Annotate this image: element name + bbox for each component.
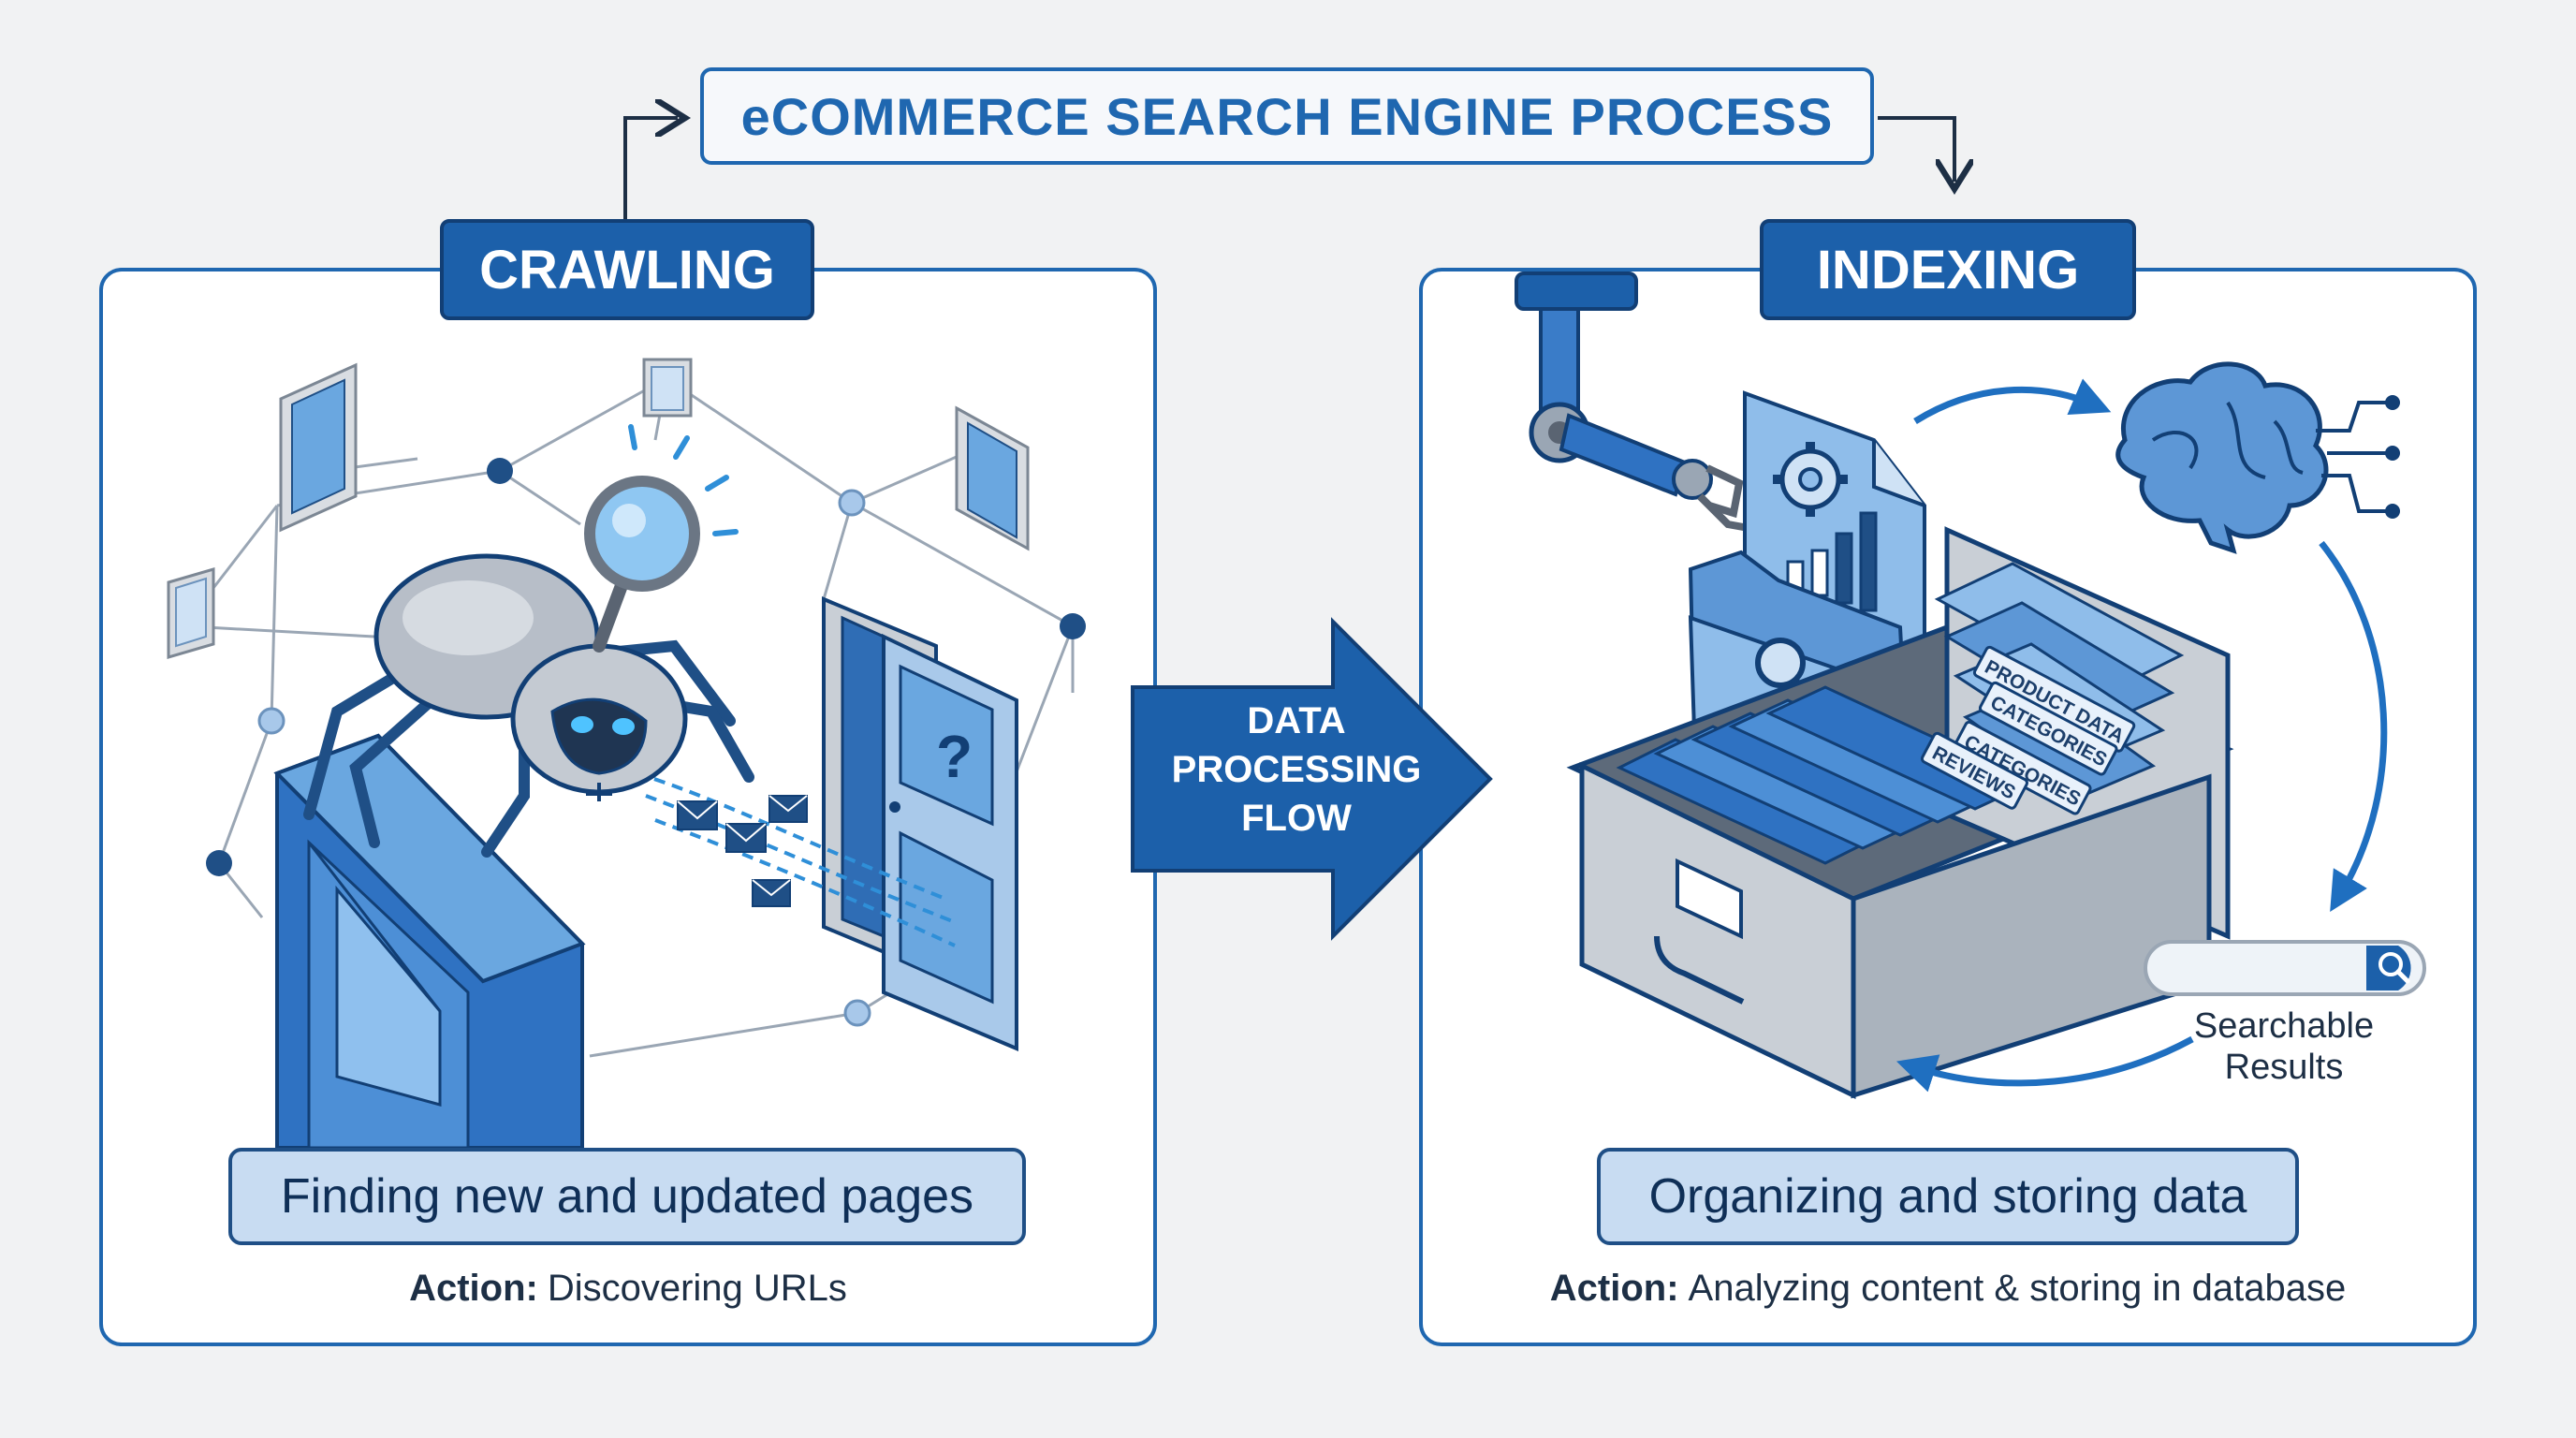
indexing-action-text: Analyzing content & storing in database (1688, 1267, 2347, 1309)
envelope-icon (677, 795, 808, 907)
indexing-heading: INDEXING (1760, 219, 2136, 320)
searchable-results-line: Results (2224, 1048, 2344, 1087)
door-icon: ? (822, 596, 1018, 1052)
flow-label-line: DATA (1247, 700, 1346, 741)
data-processing-arrow (1131, 617, 1493, 941)
cycle-arrow (1895, 378, 2388, 1093)
crawling-action-label: Action: (409, 1267, 538, 1309)
indexing-heading-text: INDEXING (1816, 239, 2080, 301)
crawling-caption: Finding new and updated pages (228, 1148, 1026, 1245)
indexing-action-label: Action: (1549, 1267, 1679, 1309)
magnifier-icon (584, 424, 739, 653)
flow-label: DATA PROCESSING FLOW (1133, 697, 1460, 843)
crawling-caption-text: Finding new and updated pages (280, 1169, 974, 1224)
door-icon (955, 405, 1030, 551)
diagram-title: eCOMMERCE SEARCH ENGINE PROCESS (700, 67, 1874, 165)
crawling-action: Action: Discovering URLs (99, 1264, 1157, 1313)
title-connector-right (1878, 116, 1954, 182)
crawling-heading: CRAWLING (440, 219, 814, 320)
network-nodes (206, 458, 1086, 1027)
diagram-title-text: eCOMMERCE SEARCH ENGINE PROCESS (740, 86, 1834, 146)
flow-label-line: PROCESSING (1171, 749, 1422, 790)
indexing-action: Action: Analyzing content & storing in d… (1419, 1264, 2477, 1313)
door-icon (642, 358, 693, 418)
crawling-action-text: Discovering URLs (547, 1267, 847, 1309)
indexing-caption-text: Organizing and storing data (1648, 1169, 2247, 1224)
robot-arm-icon (1515, 271, 1749, 532)
door-icon (279, 362, 358, 533)
crawling-heading-text: CRAWLING (479, 239, 775, 301)
search-icon (2378, 952, 2410, 984)
door-icon (167, 567, 215, 659)
flow-label-line: FLOW (1241, 798, 1352, 839)
indexing-caption: Organizing and storing data (1597, 1148, 2299, 1245)
title-connector-left (623, 118, 678, 219)
spider-robot-icon (303, 553, 754, 858)
page-doorway (273, 733, 586, 1150)
gear-icon (1773, 442, 1848, 517)
svg-text:?: ? (936, 723, 973, 790)
searchable-results-line: Searchable (2193, 1006, 2375, 1046)
searchable-results-label: Searchable Results (2153, 1005, 2415, 1088)
brain-icon (2115, 361, 2400, 554)
